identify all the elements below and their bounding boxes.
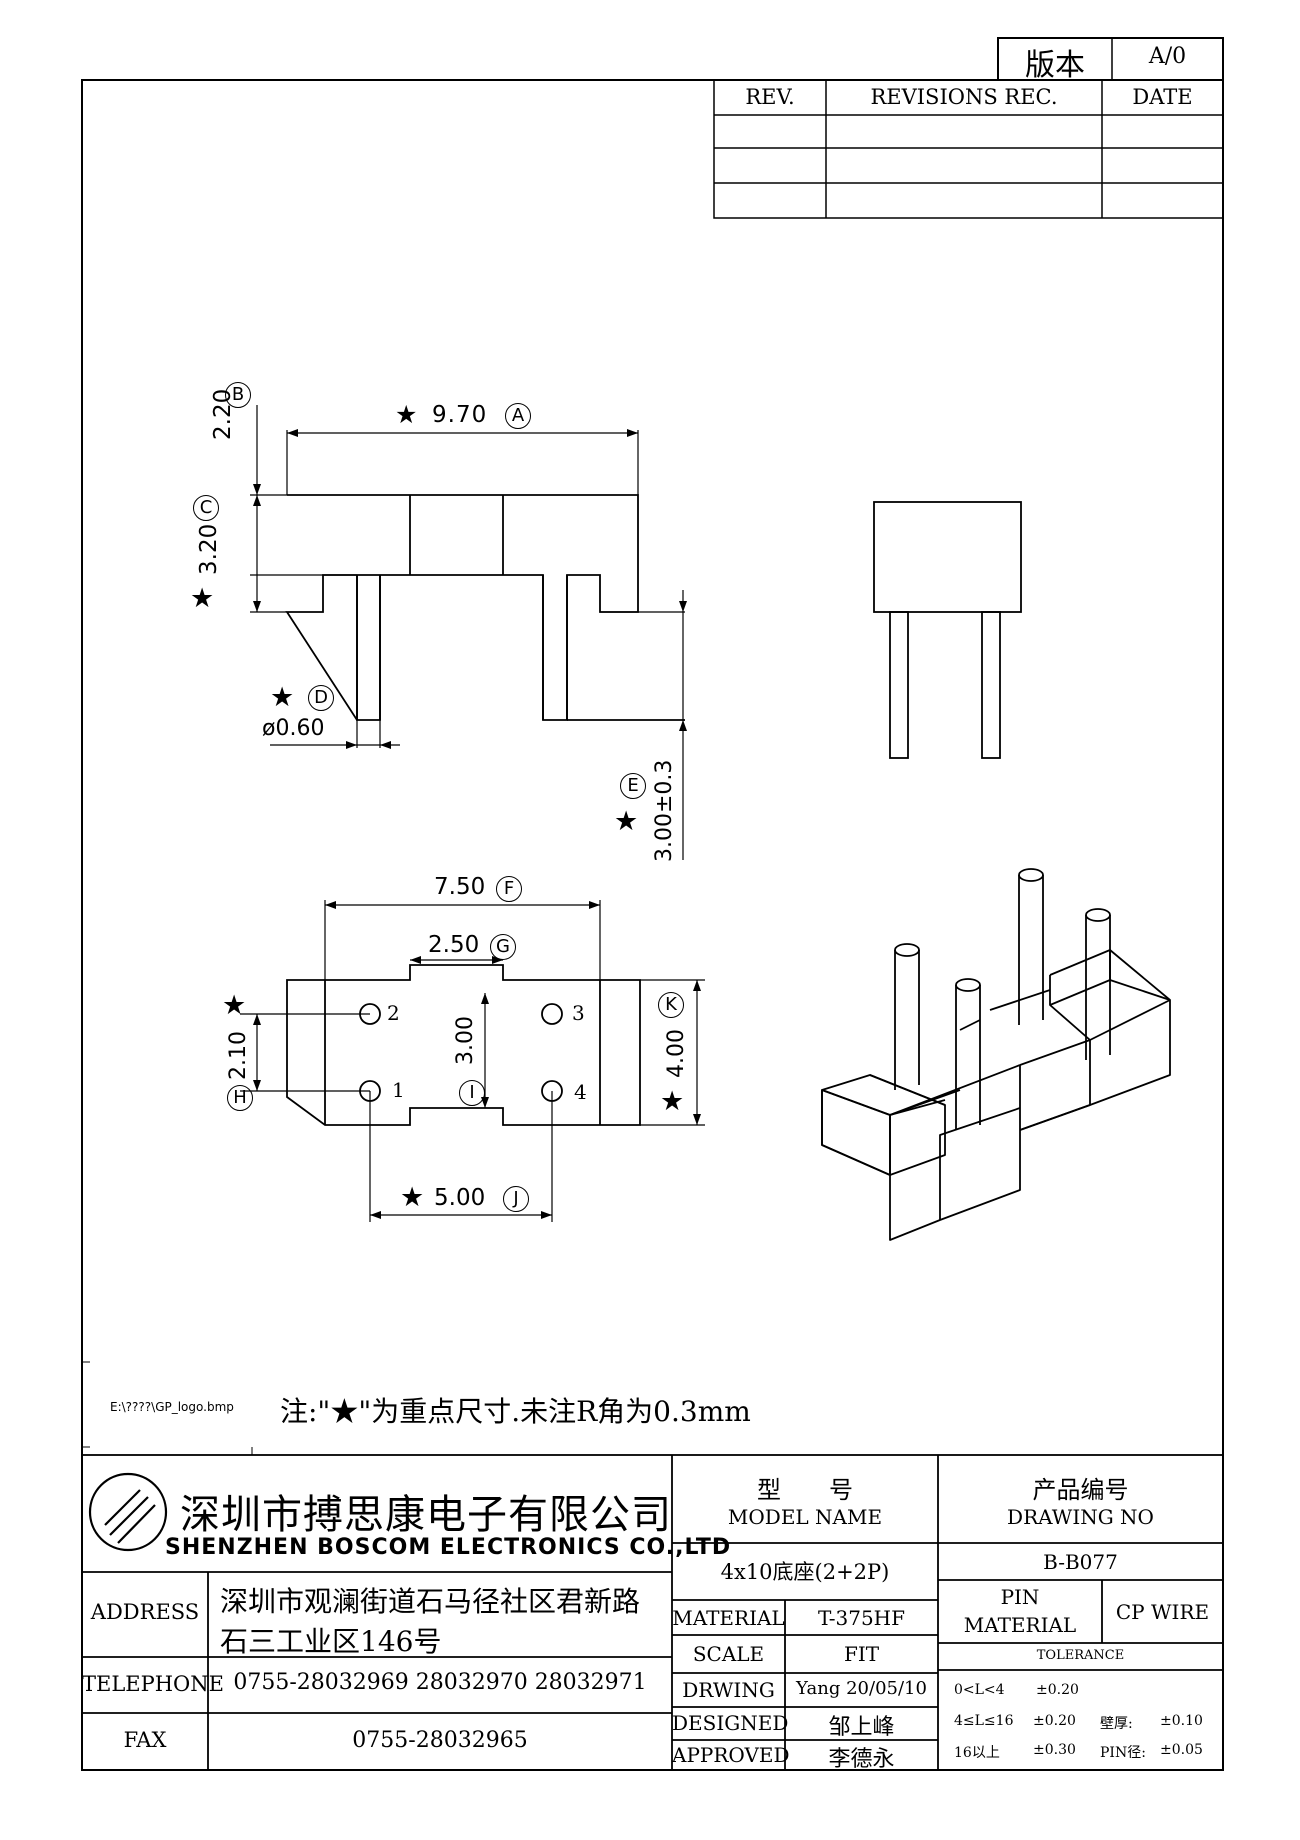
drawing-value: B-B077 [1043, 1550, 1118, 1574]
dim-a-value: 9.70 [432, 402, 488, 428]
dim-c-star-icon: ★ [190, 583, 215, 614]
model-label-cn: 型 号 [757, 1476, 853, 1504]
dim-j-star-icon: ★ [400, 1182, 425, 1213]
dim-e-star-icon: ★ [614, 806, 639, 837]
designed-label: DESIGNED [672, 1711, 789, 1735]
logo-path: E:\????\GP_logo.bmp [110, 1400, 234, 1414]
approved-value: 李德永 [828, 1747, 895, 1772]
dim-h-label: H [227, 1085, 253, 1111]
pin-number-2: 2 [387, 1001, 400, 1025]
model-label-en: MODEL NAME [727, 1505, 883, 1529]
tolerance-value-2: ±0.20 [1033, 1713, 1076, 1729]
dim-h-star-icon: ★ [222, 990, 247, 1021]
dim-b-label: B [225, 382, 251, 408]
pin-material-label-1: PIN [1000, 1585, 1040, 1609]
approved-label: APPROVED [672, 1743, 790, 1767]
pin-diameter-label: PIN径: [1100, 1745, 1146, 1761]
tolerance-title: TOLERANCE [1036, 1648, 1125, 1663]
pin-number-1: 1 [392, 1078, 405, 1102]
telephone-value: 0755-28032969 28032970 28032971 [233, 1670, 647, 1695]
dim-j-label: J [503, 1186, 529, 1212]
scale-label: SCALE [692, 1642, 765, 1666]
pin-material-value: CP WIRE [1115, 1600, 1210, 1624]
dim-j-value: 5.00 [434, 1185, 486, 1211]
material-value: T-375HF [817, 1606, 905, 1630]
dim-f-label: F [496, 876, 522, 902]
designed-value: 邹上峰 [828, 1715, 895, 1740]
date-header: DATE [1132, 85, 1193, 109]
dim-a-star-icon: ★ [395, 400, 418, 429]
tolerance-range-3: 16以上 [954, 1745, 1000, 1761]
address-label: ADDRESS [90, 1600, 200, 1624]
drawing-label-cn: 产品编号 [1032, 1476, 1129, 1504]
dim-e-label: E [620, 773, 646, 799]
dim-i-label: I [459, 1080, 485, 1106]
material-label: MATERIAL [672, 1606, 785, 1630]
dim-a-label: A [505, 403, 531, 429]
dim-c-label: C [193, 495, 219, 521]
version-label: 版本 [1025, 48, 1085, 83]
version-value: A/0 [1148, 44, 1187, 69]
pin-number-4: 4 [574, 1080, 587, 1104]
address-line2: 石三工业区146号 [220, 1625, 442, 1658]
telephone-label: TELEPHONE [82, 1672, 224, 1696]
revisions-rec-header: REVISIONS REC. [870, 85, 1058, 109]
tolerance-value-3: ±0.30 [1033, 1742, 1076, 1758]
tolerance-range-2: 4≤L≤16 [954, 1713, 1014, 1729]
model-value: 4x10底座(2+2P) [720, 1560, 890, 1584]
drwing-label: DRWING [682, 1678, 775, 1702]
wall-thickness-label: 壁厚: [1100, 1716, 1133, 1732]
dim-k-label: K [658, 992, 684, 1018]
pin-diameter-value: ±0.05 [1160, 1742, 1203, 1758]
dim-f-value: 7.50 [434, 874, 486, 900]
wall-thickness-value: ±0.10 [1160, 1713, 1203, 1729]
dim-d-star-icon: ★ [270, 682, 295, 713]
company-logo-icon [88, 1472, 168, 1552]
drawing-note: 注:"★"为重点尺寸.未注R角为0.3mm [280, 1395, 751, 1428]
drawing-label-en: DRAWING NO [1007, 1505, 1154, 1529]
pin-material-label-2: MATERIAL [963, 1613, 1077, 1637]
fax-value: 0755-28032965 [352, 1728, 528, 1753]
dim-g-value: 2.50 [428, 932, 480, 958]
dim-g-label: G [490, 934, 516, 960]
dim-d-value: ø0.60 [262, 716, 325, 741]
pin-number-3: 3 [572, 1001, 585, 1025]
dim-k-star-icon: ★ [660, 1086, 685, 1117]
fax-label: FAX [123, 1728, 167, 1752]
company-name-en: SHENZHEN BOSCOM ELECTRONICS CO.,LTD [165, 1535, 732, 1560]
rev-header: REV. [745, 85, 795, 109]
drwing-value: Yang 20/05/10 [796, 1678, 927, 1699]
company-name-cn: 深圳市搏思康电子有限公司 [180, 1492, 672, 1538]
address-line1: 深圳市观澜街道石马径社区君新路 [220, 1585, 641, 1618]
tolerance-value-1: ±0.20 [1036, 1682, 1079, 1698]
tolerance-range-1: 0<L<4 [954, 1682, 1005, 1698]
scale-value: FIT [843, 1642, 880, 1666]
dim-d-label: D [308, 685, 334, 711]
